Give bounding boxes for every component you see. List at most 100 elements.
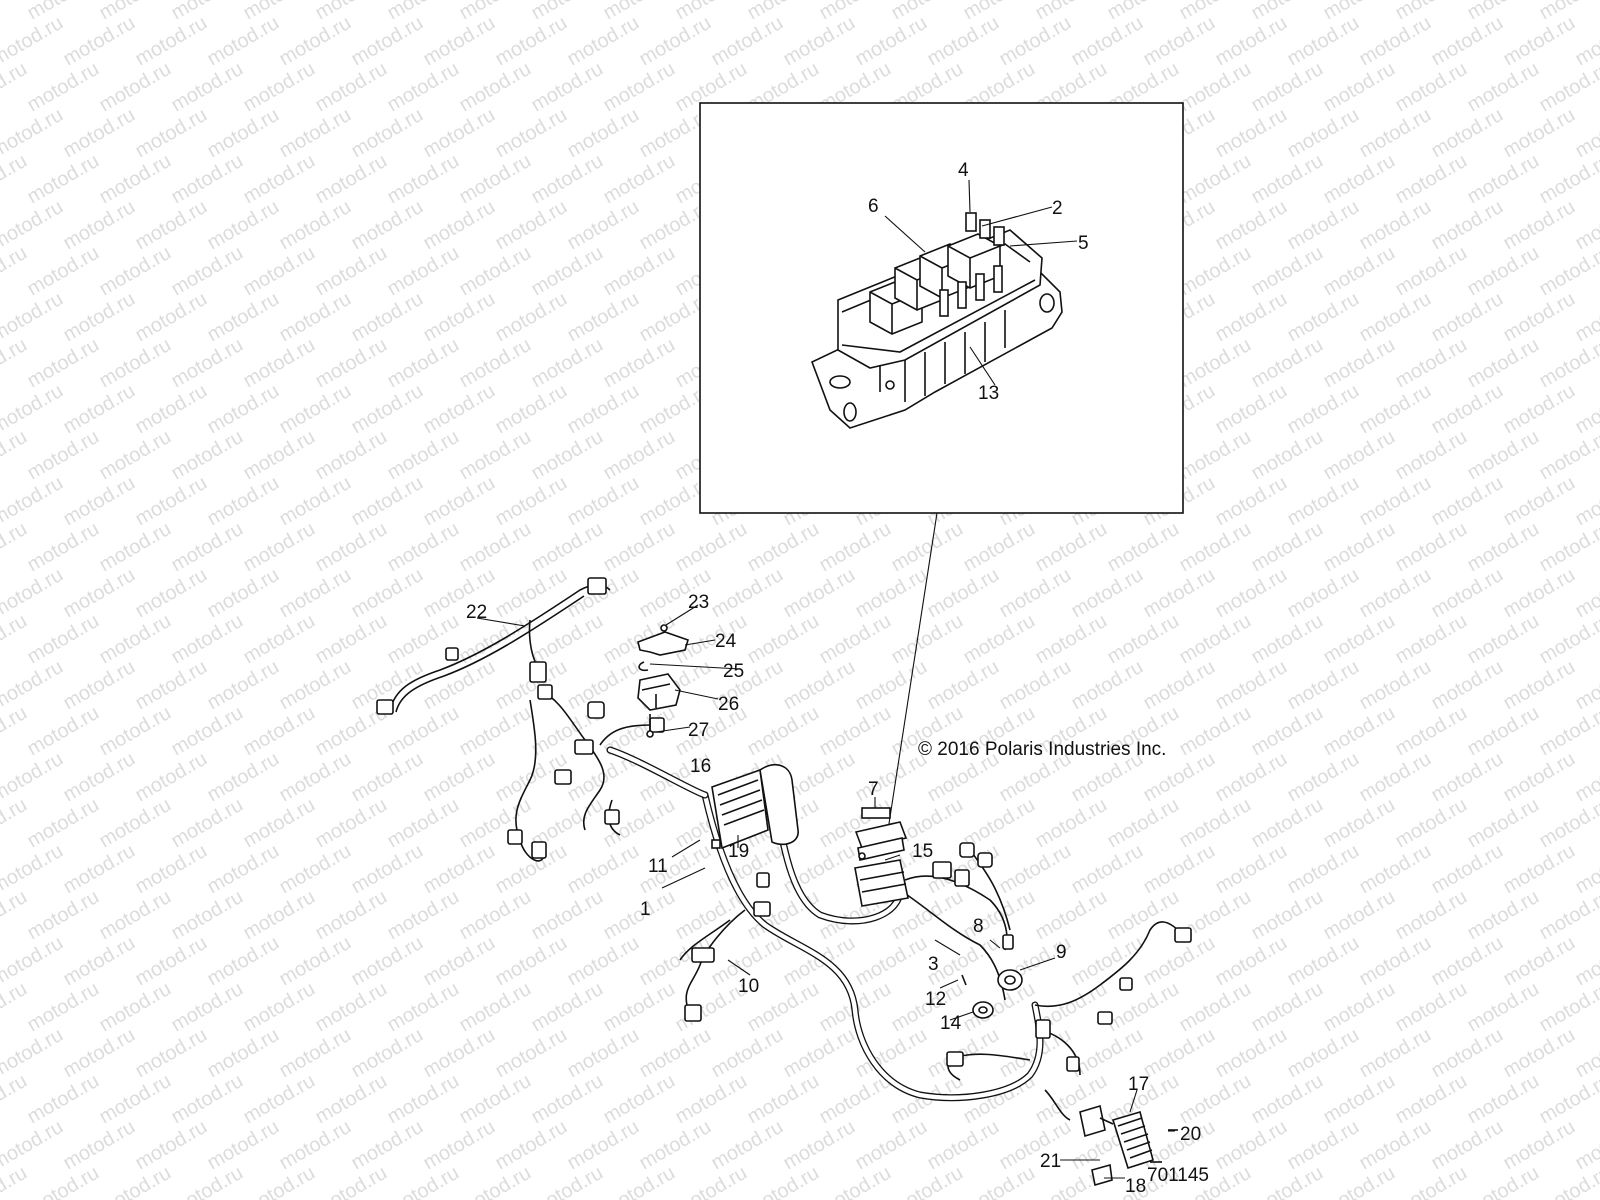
watermark-text: motod.ru <box>888 1162 967 1200</box>
watermark-text: motod.ru <box>348 564 427 623</box>
watermark-text: motod.ru <box>1212 932 1291 991</box>
watermark-text: motod.ru <box>24 426 103 485</box>
watermark-text: motod.ru <box>1248 334 1327 393</box>
watermark-text: motod.ru <box>0 978 31 1037</box>
watermark-text: motod.ru <box>240 886 319 945</box>
watermark-text: motod.ru <box>1500 12 1579 71</box>
watermark-text: motod.ru <box>744 0 823 24</box>
watermark-text: motod.ru <box>492 932 571 991</box>
watermark-text: motod.ru <box>1212 1024 1291 1083</box>
callout-labels: 1 2 3 4 5 6 7 8 9 10 11 12 13 14 15 16 1… <box>466 160 1201 1197</box>
watermark-text: motod.ru <box>564 104 643 163</box>
watermark-text: motod.ru <box>564 1116 643 1175</box>
inset-leader-line <box>887 512 938 831</box>
watermark-text: motod.ru <box>960 978 1039 1037</box>
watermark-text: motod.ru <box>1212 12 1291 71</box>
watermark-text: motod.ru <box>420 748 499 807</box>
watermark-text: motod.ru <box>312 794 391 853</box>
watermark-text: motod.ru <box>528 242 607 301</box>
watermark-text: motod.ru <box>24 794 103 853</box>
watermark-text: motod.ru <box>276 380 355 439</box>
watermark-text: motod.ru <box>0 518 31 577</box>
callout-20: 20 <box>1180 1124 1201 1145</box>
watermark-text: motod.ru <box>204 564 283 623</box>
watermark-text: motod.ru <box>1428 288 1507 347</box>
watermark-text: motod.ru <box>564 1024 643 1083</box>
watermark-text: motod.ru <box>1284 196 1363 255</box>
watermark-text: motod.ru <box>1176 794 1255 853</box>
watermark-text: motod.ru <box>600 518 679 577</box>
watermark-text: motod.ru <box>816 0 895 24</box>
watermark-text: motod.ru <box>384 58 463 117</box>
watermark-text: motod.ru <box>420 380 499 439</box>
watermark-text: motod.ru <box>1248 610 1327 669</box>
watermark-text: motod.ru <box>1284 472 1363 531</box>
watermark-text: motod.ru <box>996 12 1075 71</box>
watermark-text: motod.ru <box>420 1116 499 1175</box>
watermark-text: motod.ru <box>312 978 391 1037</box>
watermark-text: motod.ru <box>1176 978 1255 1037</box>
watermark-text: motod.ru <box>1356 104 1435 163</box>
watermark-text: motod.ru <box>1212 196 1291 255</box>
watermark-text: motod.ru <box>240 242 319 301</box>
watermark-text: motod.ru <box>60 472 139 531</box>
watermark-text: motod.ru <box>312 334 391 393</box>
watermark-text: motod.ru <box>24 1070 103 1129</box>
watermark-text: motod.ru <box>132 1116 211 1175</box>
callout-24: 24 <box>715 631 737 652</box>
watermark-text: motod.ru <box>348 380 427 439</box>
watermark-text: motod.ru <box>240 702 319 761</box>
watermark-text: motod.ru <box>1392 58 1471 117</box>
watermark-text: motod.ru <box>1176 426 1255 485</box>
watermark-text: motod.ru <box>60 656 139 715</box>
watermark-text: motod.ru <box>276 472 355 531</box>
watermark-text: motod.ru <box>744 610 823 669</box>
watermark-text: motod.ru <box>60 748 139 807</box>
main-wire-harness <box>606 746 1044 1102</box>
callout-15: 15 <box>912 841 933 862</box>
watermark-text: motod.ru <box>780 1116 859 1175</box>
watermark-text: motod.ru <box>420 840 499 899</box>
watermark-text: motod.ru <box>1320 794 1399 853</box>
watermark-text: motod.ru <box>1284 932 1363 991</box>
watermark-text: motod.ru <box>1428 564 1507 623</box>
watermark-text: motod.ru <box>1248 702 1327 761</box>
watermark-text: motod.ru <box>420 932 499 991</box>
watermark-text: motod.ru <box>168 610 247 669</box>
watermark-text: motod.ru <box>1032 518 1111 577</box>
watermark-text: motod.ru <box>1320 0 1399 24</box>
watermark-text: motod.ru <box>600 426 679 485</box>
watermark-text: motod.ru <box>384 702 463 761</box>
watermark-text: motod.ru <box>456 978 535 1037</box>
watermark-text: motod.ru <box>744 518 823 577</box>
watermark-text: motod.ru <box>528 334 607 393</box>
watermark-text: motod.ru <box>1428 472 1507 531</box>
callout-3: 3 <box>928 954 939 975</box>
watermark-text: motod.ru <box>1428 380 1507 439</box>
watermark-text: motod.ru <box>960 518 1039 577</box>
watermark-text: motod.ru <box>1464 610 1543 669</box>
watermark-text: motod.ru <box>1320 886 1399 945</box>
watermark-text: motod.ru <box>348 196 427 255</box>
watermark-text: motod.ru <box>456 702 535 761</box>
watermark-text: motod.ru <box>1428 104 1507 163</box>
watermark-text: motod.ru <box>96 794 175 853</box>
watermark-text: motod.ru <box>204 656 283 715</box>
callout-11: 11 <box>648 856 668 877</box>
watermark-text: motod.ru <box>1320 334 1399 393</box>
watermark-text: motod.ru <box>1392 518 1471 577</box>
watermark-text: motod.ru <box>1212 656 1291 715</box>
watermark-text: motod.ru <box>276 12 355 71</box>
watermark-text: motod.ru <box>96 58 175 117</box>
watermark-text: motod.ru <box>780 656 859 715</box>
watermark-text: motod.ru <box>1392 150 1471 209</box>
watermark-text: motod.ru <box>96 1070 175 1129</box>
watermark-text: motod.ru <box>672 518 751 577</box>
watermark-text: motod.ru <box>708 1116 787 1175</box>
watermark-text: motod.ru <box>60 196 139 255</box>
watermark-text: motod.ru <box>168 242 247 301</box>
watermark-text: motod.ru <box>1212 748 1291 807</box>
voltage-regulator <box>1079 1104 1178 1187</box>
watermark-text: motod.ru <box>276 656 355 715</box>
